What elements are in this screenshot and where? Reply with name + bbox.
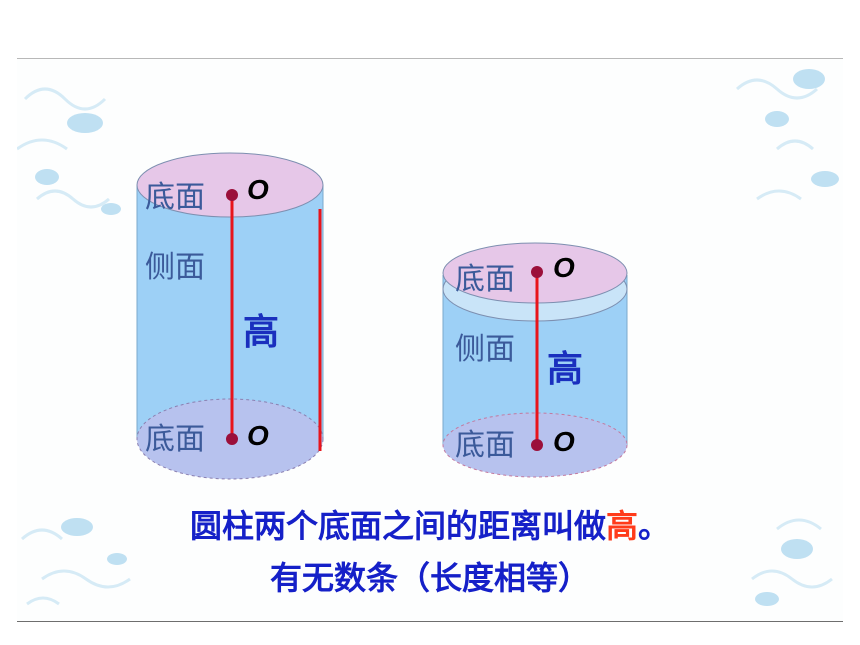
right-bottom-center-dot bbox=[531, 439, 543, 451]
left-cylinder: 底面 O 侧面 高 底面 O bbox=[136, 152, 324, 480]
right-bottom-base-label: 底面 bbox=[455, 428, 515, 463]
right-height-label: 高 bbox=[547, 349, 583, 390]
left-bottom-center-label: O bbox=[247, 420, 269, 451]
right-cylinder: 底面 O 侧面 高 底面 O bbox=[442, 242, 628, 478]
caption-line-1-period: 。 bbox=[638, 507, 670, 545]
caption-highlight: 高 bbox=[606, 507, 638, 545]
right-top-center-dot bbox=[531, 266, 543, 278]
right-bottom-center-label: O bbox=[553, 426, 575, 457]
caption-line-1-text: 圆柱两个底面之间的距离叫做 bbox=[190, 507, 606, 545]
left-top-center-dot bbox=[226, 189, 238, 201]
left-top-center-label: O bbox=[247, 174, 269, 205]
background-blobs bbox=[35, 69, 839, 606]
right-side-label: 侧面 bbox=[455, 332, 515, 367]
left-height-label: 高 bbox=[243, 312, 279, 353]
left-cylinder-side bbox=[137, 185, 323, 439]
left-cylinder-top-base bbox=[136, 152, 324, 218]
left-bottom-base-label: 底面 bbox=[145, 422, 205, 457]
cylinder-diagram: 底面 O 侧面 高 底面 O 底面 O 侧面 高 底面 O 圆柱两个底面之间的距… bbox=[17, 69, 839, 606]
left-top-base-label: 底面 bbox=[145, 180, 205, 215]
left-side-label: 侧面 bbox=[145, 250, 205, 285]
slide: 底面 O 侧面 高 底面 O 底面 O 侧面 高 底面 O 圆柱两个底面之间的距… bbox=[17, 58, 843, 622]
right-top-center-label: O bbox=[553, 252, 575, 283]
background-pattern bbox=[17, 78, 833, 606]
left-bottom-center-dot bbox=[226, 433, 238, 445]
caption-line-1: 圆柱两个底面之间的距离叫做高。 bbox=[190, 507, 670, 545]
right-top-base-label: 底面 bbox=[455, 262, 515, 297]
caption-line-2: 有无数条（长度相等） bbox=[270, 559, 590, 597]
